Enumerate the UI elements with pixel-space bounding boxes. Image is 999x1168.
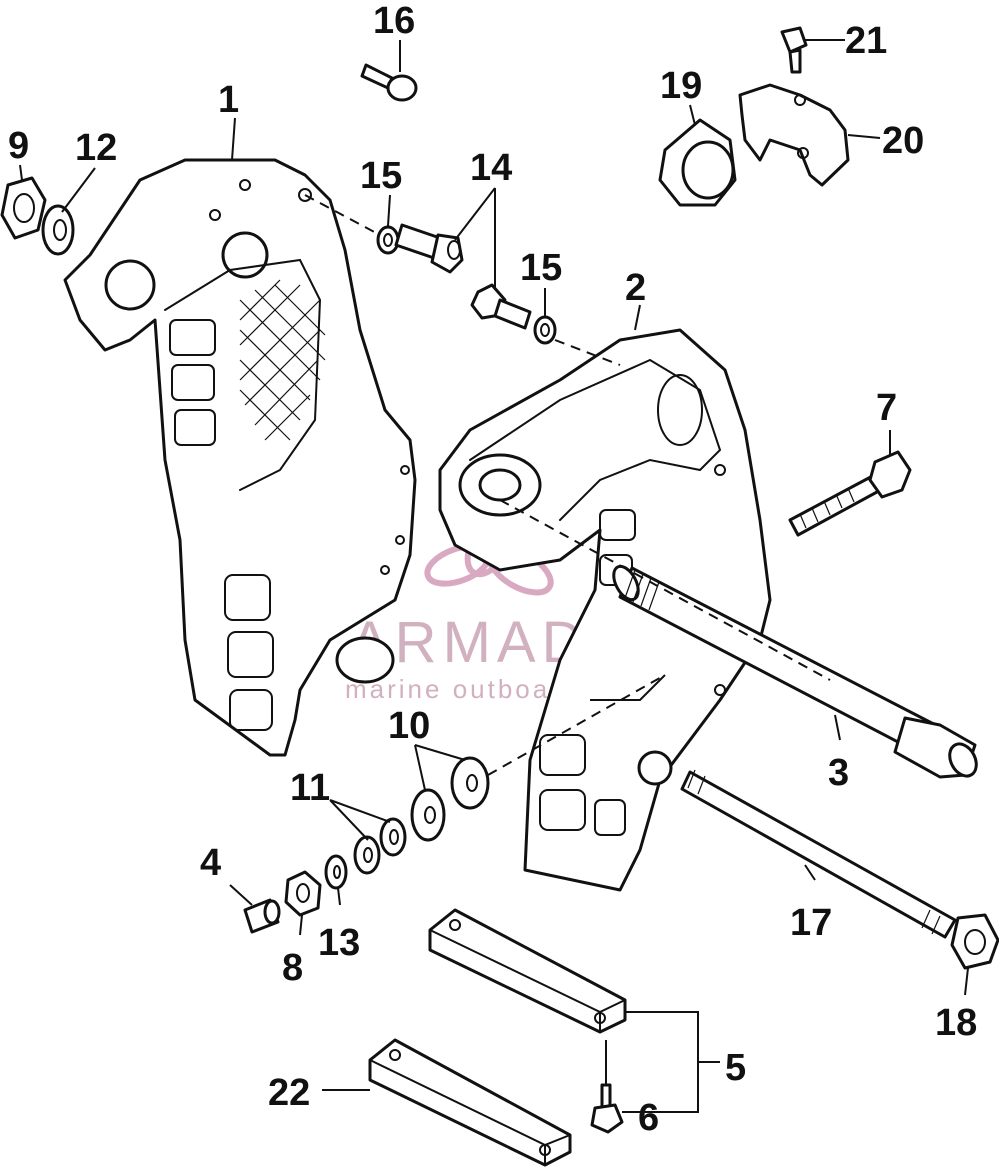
callout-16: 16 [373, 0, 415, 42]
callout-21: 21 [845, 20, 887, 62]
part-14-bolt-upper [394, 223, 464, 274]
part-22-plate [368, 1038, 572, 1167]
part-6-screw [590, 1083, 624, 1134]
callout-4: 4 [200, 842, 221, 884]
part-18-nut [950, 913, 999, 970]
callouts: 1 2 3 4 5 6 7 8 9 10 11 12 13 14 15 15 1… [8, 0, 977, 1139]
callout-20: 20 [882, 120, 924, 162]
part-7-tilt-bolt [788, 450, 912, 537]
part-2-clamp-bracket [438, 328, 772, 892]
part-19-cap [658, 118, 737, 207]
part-9-nut [0, 176, 47, 240]
part-1-clamp-bracket [63, 158, 417, 757]
callout-6: 6 [638, 1097, 659, 1139]
callout-15-lower: 15 [520, 247, 562, 289]
callout-10: 10 [388, 705, 430, 747]
callout-9: 9 [8, 125, 29, 167]
assembly-lines [304, 194, 831, 776]
callout-8: 8 [282, 947, 303, 989]
part-12-washer [41, 204, 75, 256]
callout-2: 2 [625, 267, 646, 309]
callout-13: 13 [318, 922, 360, 964]
part-10-washer-a [410, 788, 446, 842]
part-13-washer [324, 854, 348, 890]
part-11-washer-a [353, 835, 381, 875]
part-14-bolt-lower [470, 283, 532, 330]
callout-19: 19 [660, 65, 702, 107]
part-3-swivel-tube [612, 564, 978, 779]
part-8-nut [284, 870, 322, 917]
callout-1: 1 [218, 79, 239, 121]
callout-22: 22 [268, 1072, 310, 1114]
callout-3: 3 [828, 752, 849, 794]
callout-14: 14 [470, 147, 512, 189]
part-10-washer-b [450, 756, 490, 810]
part-15-washer-upper [376, 225, 400, 255]
callout-12: 12 [75, 127, 117, 169]
part-17-tilt-shaft [680, 769, 957, 939]
leader-lines [19, 39, 969, 1113]
callout-18: 18 [935, 1002, 977, 1044]
part-4-bushing [243, 898, 281, 934]
callout-7: 7 [876, 387, 897, 429]
part-5-plate [428, 908, 627, 1034]
part-15-washer-lower [533, 315, 557, 345]
part-11-washer-b [379, 817, 407, 857]
callout-11: 11 [290, 767, 330, 809]
part-21-screw [780, 26, 808, 74]
part-20-clip [738, 83, 850, 187]
callout-17: 17 [790, 902, 832, 944]
callout-15-upper: 15 [360, 155, 402, 197]
callout-5: 5 [725, 1047, 746, 1089]
part-16-screw [360, 63, 418, 102]
